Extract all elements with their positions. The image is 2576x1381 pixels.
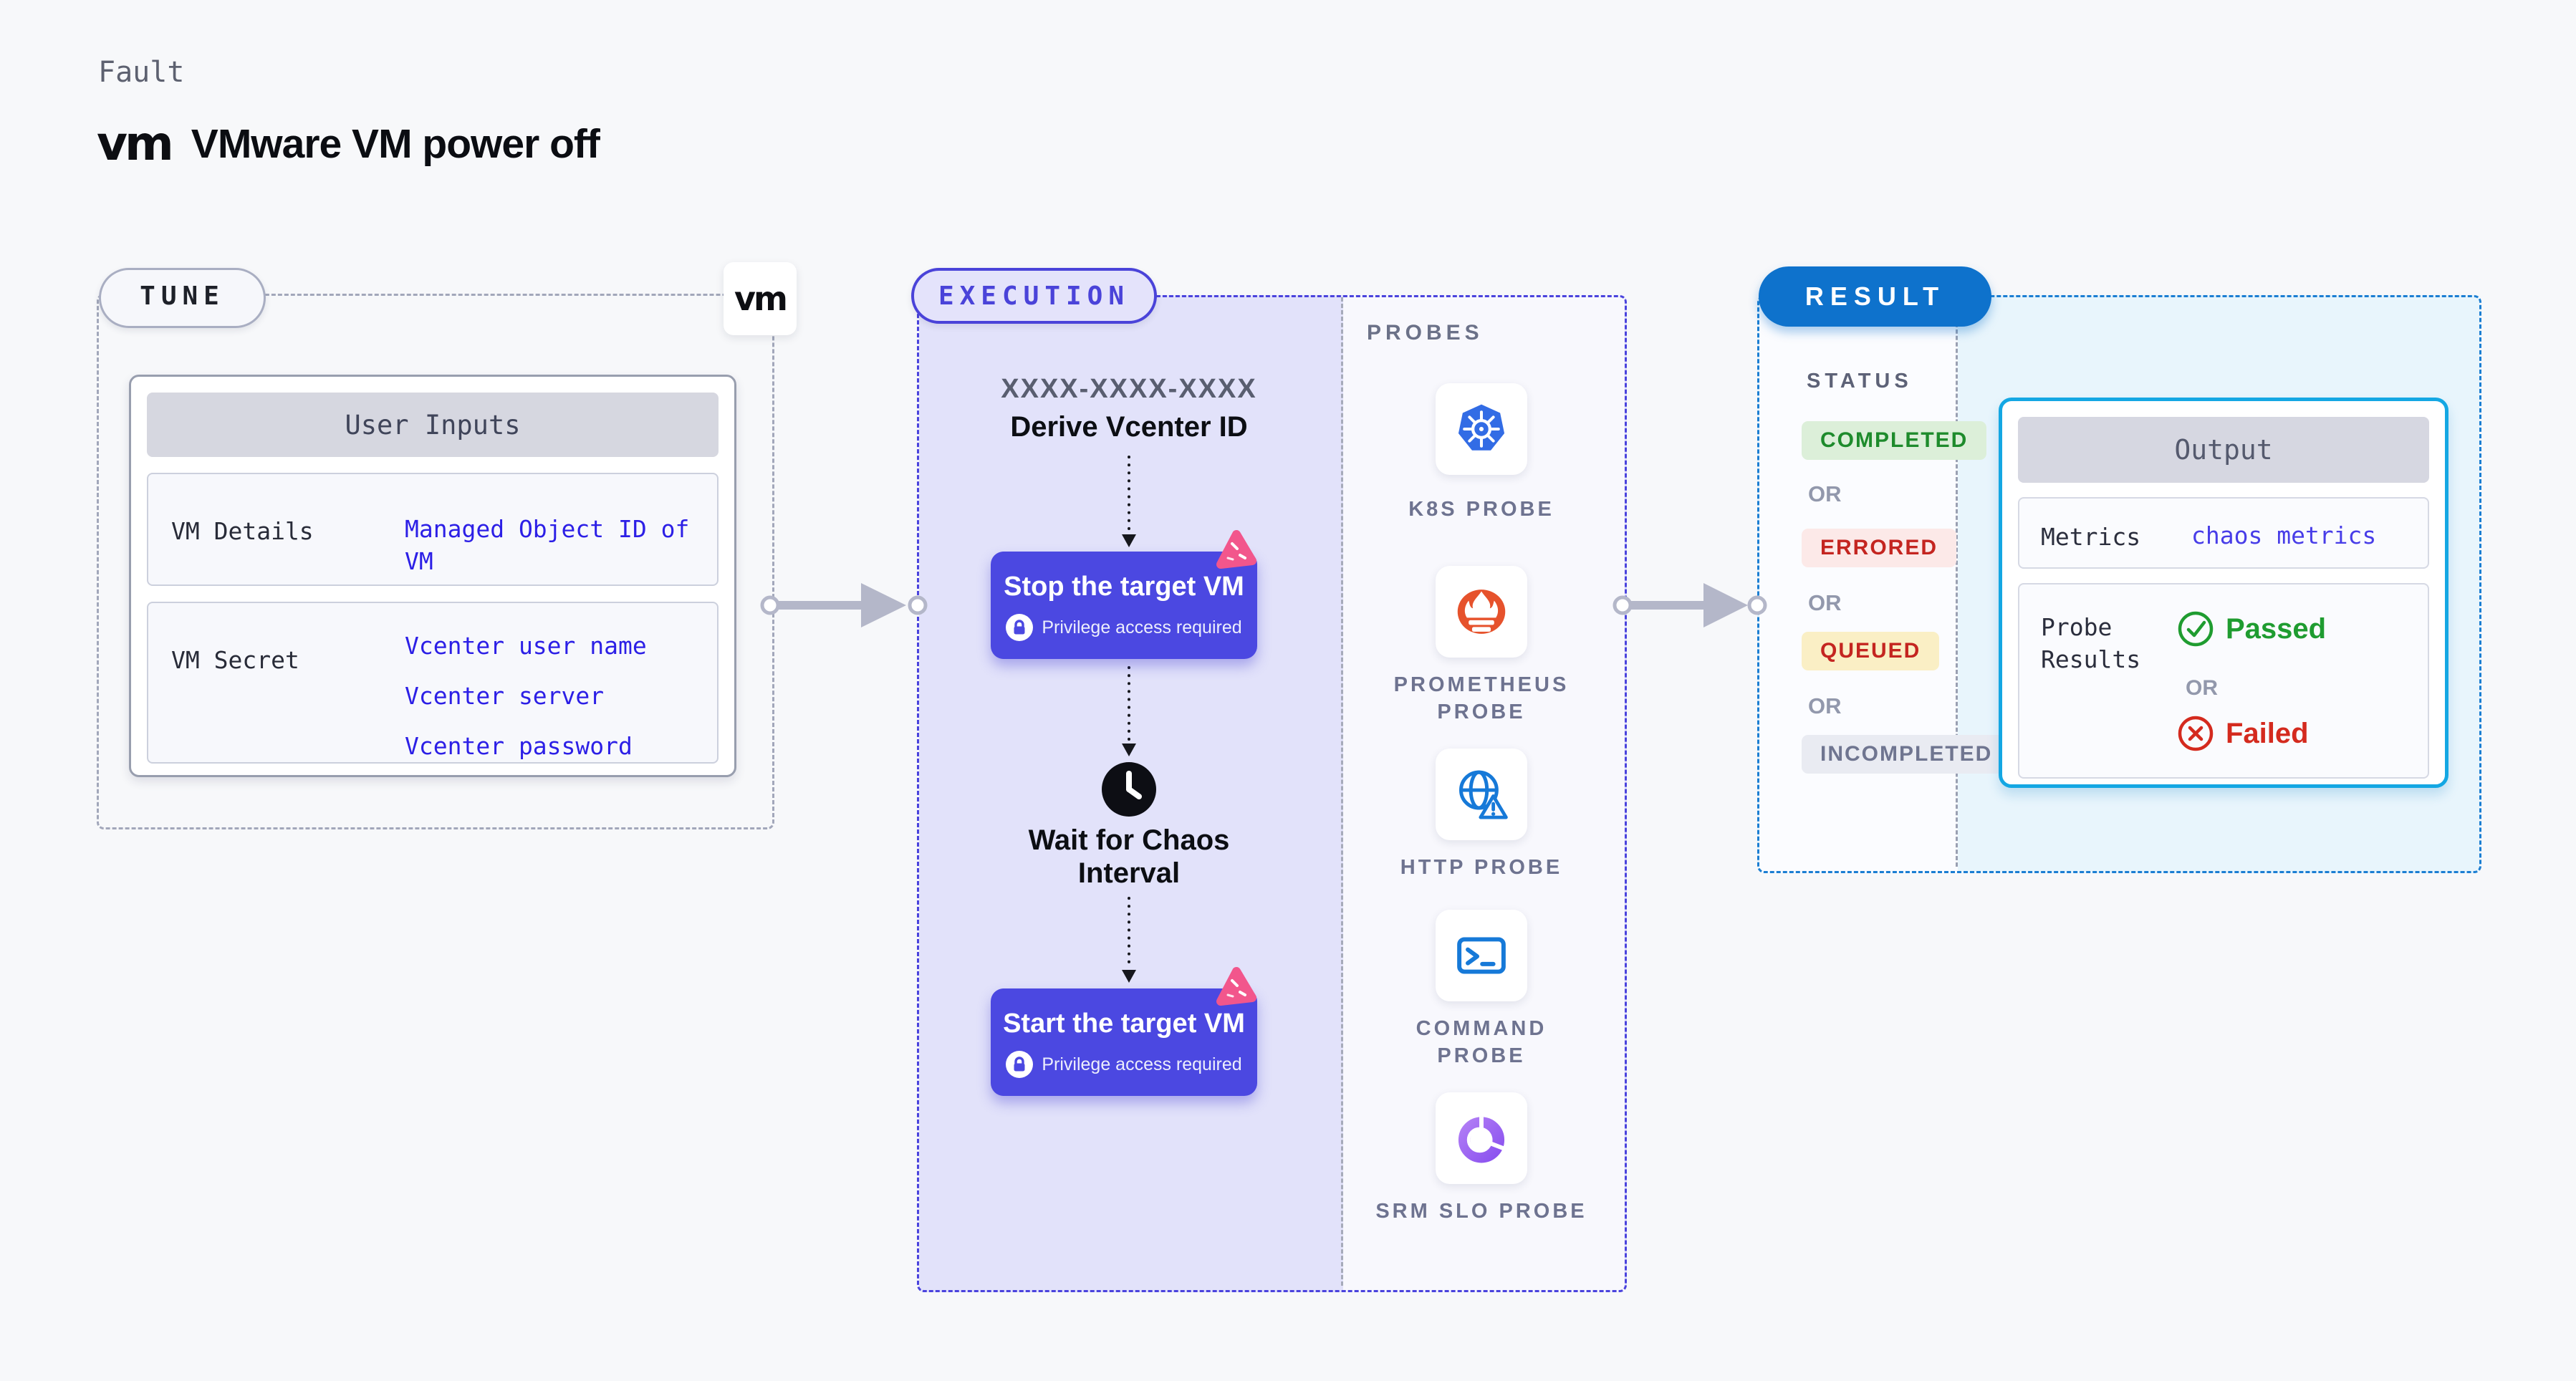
output-card: Output Metrics chaos metrics Probe Resul… [1999,398,2448,788]
http-probe-card [1436,749,1527,840]
privilege-note-text: Privilege access required [1042,617,1242,637]
status-badge-completed: COMPLETED [1802,421,1987,460]
check-circle-icon [2178,611,2214,647]
probe-label: HTTP PROBE [1400,856,1563,879]
user-input-row-vm-details: VM Details Managed Object ID of VM [147,473,719,586]
vmware-target-card: vm [724,262,797,335]
slo-donut-check-icon [1458,1117,1505,1163]
terminal-icon [1457,937,1506,974]
passed-result: Passed [2177,610,2326,648]
step-label: Stop the target VM [1004,572,1244,602]
metrics-value: chaos metrics [2191,521,2377,549]
k8s-probe-card [1436,383,1527,475]
vmware-logo-icon: vm [734,279,788,318]
fault-kicker: Fault [98,56,185,89]
http-globe-warning-icon [1459,770,1508,819]
row-value: Managed Object ID of VM [405,515,690,575]
execution-to-result-arrow [1613,583,1767,627]
probes-header: PROBES [1367,321,1484,345]
or-label: OR [1808,693,1842,718]
privilege-note: Privilege access required [991,1051,1257,1078]
x-circle-icon [2178,716,2214,751]
flow-arrow-down [1122,666,1136,756]
metrics-row: Metrics chaos metrics [2018,497,2429,569]
tune-badge: TUNE [99,268,266,328]
stop-target-vm-node[interactable]: Stop the target VM Privilege access requ… [991,552,1257,659]
row-label: VM Secret [171,646,299,674]
prometheus-probe-card [1436,566,1527,658]
tune-to-execution-arrow [760,583,928,627]
status-header: STATUS [1807,370,1913,393]
chaos-experiment-icon [1216,530,1256,569]
execution-badge: EXECUTION [911,268,1157,324]
derive-vcenter-id-label: Derive Vcenter ID [1010,411,1248,443]
kubernetes-icon [1458,404,1505,451]
start-target-vm-node[interactable]: Start the target VM Privilege access req… [991,988,1257,1096]
failed-label: Failed [2226,717,2309,749]
metrics-label: Metrics [2041,523,2141,551]
lock-icon [1006,1051,1034,1078]
probe-results-row: Probe Results Passed OR Failed [2018,583,2429,779]
passed-label: Passed [2226,612,2327,645]
status-badge-errored: ERRORED [1802,529,1957,567]
user-inputs-card: User Inputs VM Details Managed Object ID… [129,375,736,777]
step-label: Start the target VM [1003,1009,1245,1039]
result-badge: RESULT [1759,266,1991,327]
page-header: vm VMware VM power off [97,120,600,168]
privilege-note-text: Privilege access required [1042,1054,1242,1074]
flow-arrow-down [1122,897,1136,983]
vmware-logo-icon: vm [97,116,174,171]
wait-for-chaos-label: Wait for Chaos Interval [1028,824,1230,889]
vcenter-id-code: XXXX-XXXX-XXXX [1001,374,1257,404]
command-probe-card [1436,910,1527,1001]
row-label: VM Details [171,517,314,545]
probe-results-label: Probe Results [2041,613,2141,673]
output-header: Output [2018,417,2429,483]
or-label: OR [1808,590,1842,615]
or-label: OR [2186,676,2218,700]
probe-label: K8S PROBE [1408,498,1554,521]
failed-result: Failed [2177,715,2309,752]
probe-label: PROMETHEUS PROBE [1393,673,1570,723]
flow-arrow-down [1122,456,1136,547]
probe-label: COMMAND PROBE [1416,1017,1547,1067]
row-value: Vcenter server [405,682,605,710]
page-title: VMware VM power off [191,121,600,167]
execution-probes-divider [1341,297,1343,1286]
prometheus-icon [1457,590,1506,634]
status-output-divider [1956,297,1958,867]
or-label: OR [1808,481,1842,506]
status-badge-incompleted: INCOMPLETED [1802,735,2012,774]
row-value: Vcenter user name [405,632,647,660]
srm-slo-probe-card [1436,1092,1527,1184]
row-value: Vcenter password [405,732,633,760]
chaos-experiment-icon [1216,967,1256,1006]
user-input-row-vm-secret: VM Secret Vcenter user name Vcenter serv… [147,602,719,764]
user-inputs-header: User Inputs [147,393,719,457]
probe-label: SRM SLO PROBE [1375,1200,1587,1223]
clock-icon [1100,761,1158,822]
status-badge-queued: QUEUED [1802,632,1940,670]
tune-section [97,294,774,829]
lock-icon [1006,614,1034,641]
privilege-note: Privilege access required [991,614,1257,641]
